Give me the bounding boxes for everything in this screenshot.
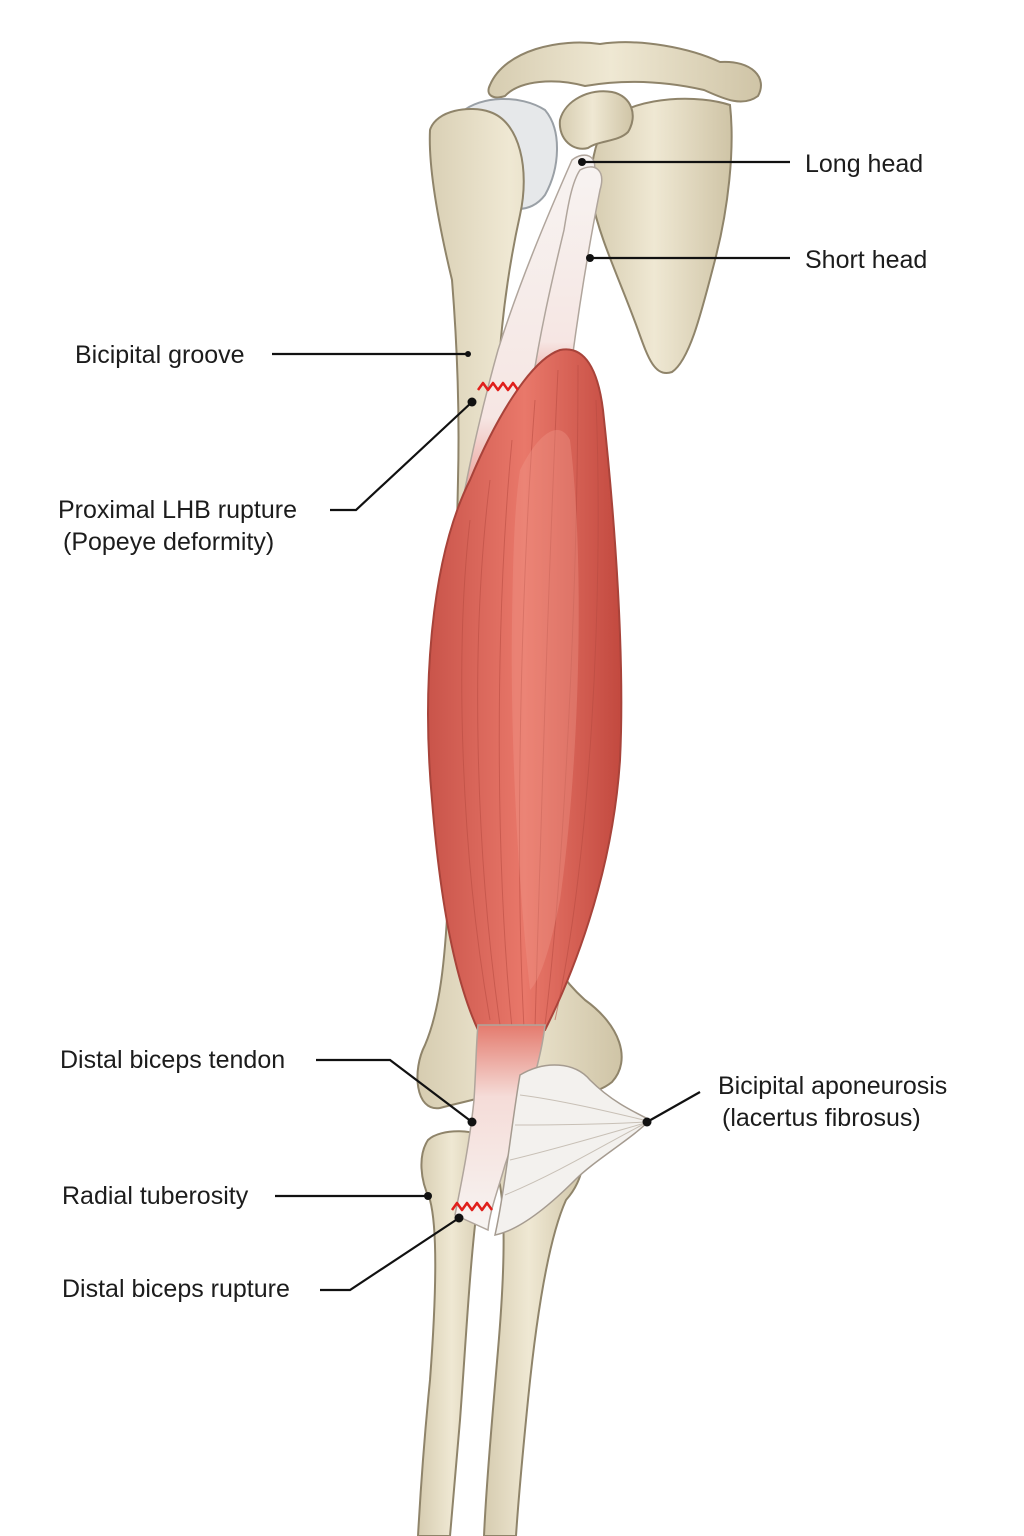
label-proximal-rupture-line2: (Popeye deformity) <box>63 528 275 556</box>
distal-rupture-mark <box>450 1201 494 1212</box>
proximal-rupture-mark <box>476 381 520 392</box>
aponeurosis-fibers <box>504 1094 649 1196</box>
label-short-head-text: Short head <box>805 246 928 274</box>
label-aponeurosis-line1: Bicipital aponeurosis <box>718 1072 948 1100</box>
label-bicipital-groove-text: Bicipital groove <box>75 341 245 369</box>
label-distal-tendon: Distal biceps tendon <box>60 1044 285 1076</box>
label-long-head-text: Long head <box>805 150 924 178</box>
label-aponeurosis-line2: (lacertus fibrosus) <box>722 1104 921 1132</box>
bicipital-aponeurosis <box>494 1064 652 1236</box>
label-aponeurosis: Bicipital aponeurosis (lacertus fibrosus… <box>718 1070 947 1134</box>
label-short-head: Short head <box>805 244 927 276</box>
leader-dots <box>424 158 652 1223</box>
clavicle <box>487 41 762 103</box>
leader-proximal-rupture <box>330 401 473 512</box>
coracoid-process <box>558 90 634 150</box>
muscle-highlight <box>511 430 579 990</box>
leader-lines <box>272 160 790 1292</box>
label-bicipital-groove: Bicipital groove <box>75 339 245 371</box>
label-long-head: Long head <box>805 148 923 180</box>
leader-aponeurosis <box>646 1091 701 1123</box>
label-proximal-rupture: Proximal LHB rupture (Popeye deformity) <box>58 494 297 558</box>
label-radial-tuberosity: Radial tuberosity <box>62 1180 248 1212</box>
label-radial-tuberosity-text: Radial tuberosity <box>62 1182 249 1210</box>
label-distal-rupture-text: Distal biceps rupture <box>62 1275 290 1303</box>
biceps-muscle-belly <box>427 348 623 1031</box>
leader-distal-tendon <box>316 1058 473 1123</box>
label-distal-rupture: Distal biceps rupture <box>62 1273 290 1305</box>
label-distal-tendon-text: Distal biceps tendon <box>60 1046 286 1074</box>
label-proximal-rupture-line1: Proximal LHB rupture <box>58 496 297 524</box>
leader-distal-rupture <box>320 1217 460 1292</box>
muscle-fibers <box>461 364 599 1029</box>
